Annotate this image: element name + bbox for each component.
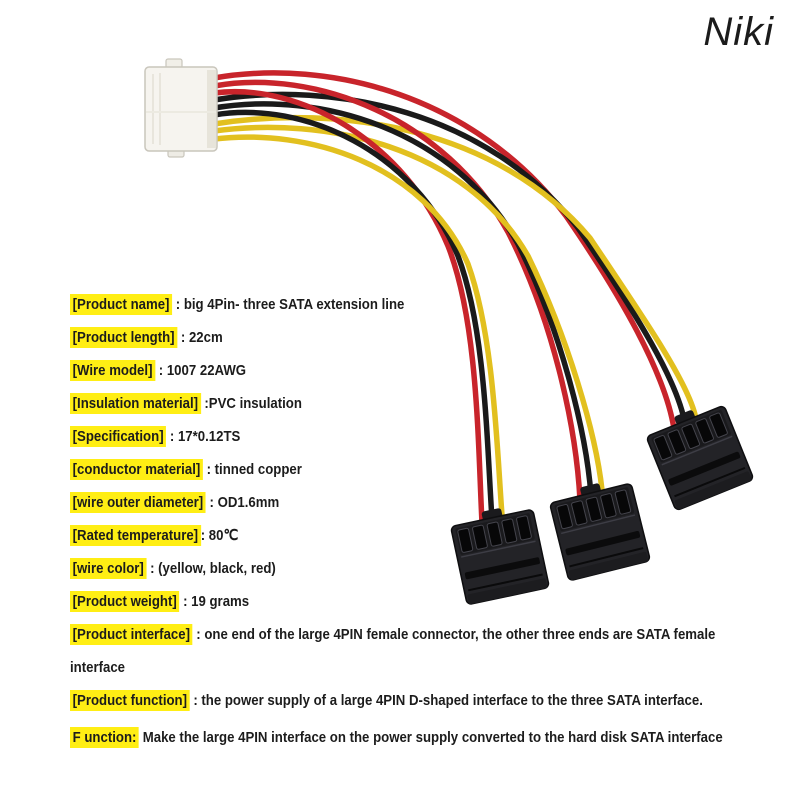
spec-label-highlight: [Product length] — [70, 327, 178, 348]
spec-value: : the power supply of a large 4PIN D-sha… — [189, 692, 703, 709]
spec-row-product-function: [Product function] : the power supply of… — [70, 684, 756, 717]
spec-label-highlight: [conductor material] — [70, 459, 203, 480]
sata-slots — [457, 515, 532, 553]
wire-yellow — [211, 134, 505, 518]
spec-row-product-weight: [Product weight] : 19 grams — [70, 585, 756, 618]
spec-label-highlight: F unction: — [70, 727, 140, 748]
spec-row-product-length: [Product length] : 22cm — [70, 321, 756, 354]
spec-label-highlight: [Product interface] — [70, 624, 193, 645]
spec-row-wire-color: [wire color] : (yellow, black, red) — [70, 552, 756, 585]
spec-value: : tinned copper — [202, 461, 302, 478]
spec-value: : 19 grams — [179, 593, 250, 610]
sata-slots — [556, 489, 632, 530]
spec-row-insulation-material: [Insulation material] :PVC insulation — [70, 387, 756, 420]
wire-red — [211, 89, 485, 526]
wire-bundle — [211, 70, 699, 526]
wire-yellow — [211, 124, 605, 493]
spec-label-highlight: [Product weight] — [70, 591, 180, 612]
spec-value: : 22cm — [177, 329, 223, 346]
spec-value: : 1007 22AWG — [155, 362, 247, 379]
spec-value: : 17*0.12TS — [166, 428, 241, 445]
spec-row-specification: [Specification] : 17*0.12TS — [70, 420, 756, 453]
spec-label-highlight: [Insulation material] — [70, 393, 201, 414]
spec-value: : one end of the large 4PIN female conne… — [70, 626, 716, 676]
sata-connector-1 — [450, 508, 550, 605]
brand-logo: Niki — [703, 10, 774, 54]
spec-label-highlight: [Rated temperature] — [70, 525, 201, 546]
spec-list: [Product name] : big 4Pin- three SATA ex… — [70, 288, 756, 754]
wire-yellow — [211, 114, 699, 422]
spec-value: :PVC insulation — [200, 395, 302, 412]
molex-4pin-connector — [144, 58, 218, 158]
spec-label-highlight: [wire outer diameter] — [70, 492, 206, 513]
sata-connector-3 — [646, 405, 754, 511]
spec-value: : OD1.6mm — [205, 494, 280, 511]
spec-label-highlight: [Product name] — [70, 294, 173, 315]
spec-row-rated-temperature: [Rated temperature]: 80℃ — [70, 519, 756, 552]
sata-slots — [653, 412, 728, 461]
spec-label-highlight: [Wire model] — [70, 360, 156, 381]
spec-row-wire-outer-diameter: [wire outer diameter] : OD1.6mm — [70, 486, 756, 519]
spec-row-product-interface: [Product interface] : one end of the lar… — [70, 618, 756, 684]
spec-label-highlight: [Specification] — [70, 426, 167, 447]
spec-label-highlight: [wire color] — [70, 558, 147, 579]
spec-value: : (yellow, black, red) — [146, 560, 276, 577]
sata-connector-2 — [549, 483, 651, 581]
spec-row-function: F unction: Make the large 4PIN interface… — [70, 721, 756, 754]
spec-row-product-name: [Product name] : big 4Pin- three SATA ex… — [70, 288, 756, 321]
spec-value: : big 4Pin- three SATA extension line — [172, 296, 405, 313]
spec-value: Make the large 4PIN interface on the pow… — [139, 729, 723, 746]
spec-value: : 80℃ — [200, 527, 239, 544]
spec-row-wire-model: [Wire model] : 1007 22AWG — [70, 354, 756, 387]
wire-black — [211, 109, 495, 522]
spec-row-conductor-material: [conductor material] : tinned copper — [70, 453, 756, 486]
spec-label-highlight: [Product function] — [70, 690, 190, 711]
